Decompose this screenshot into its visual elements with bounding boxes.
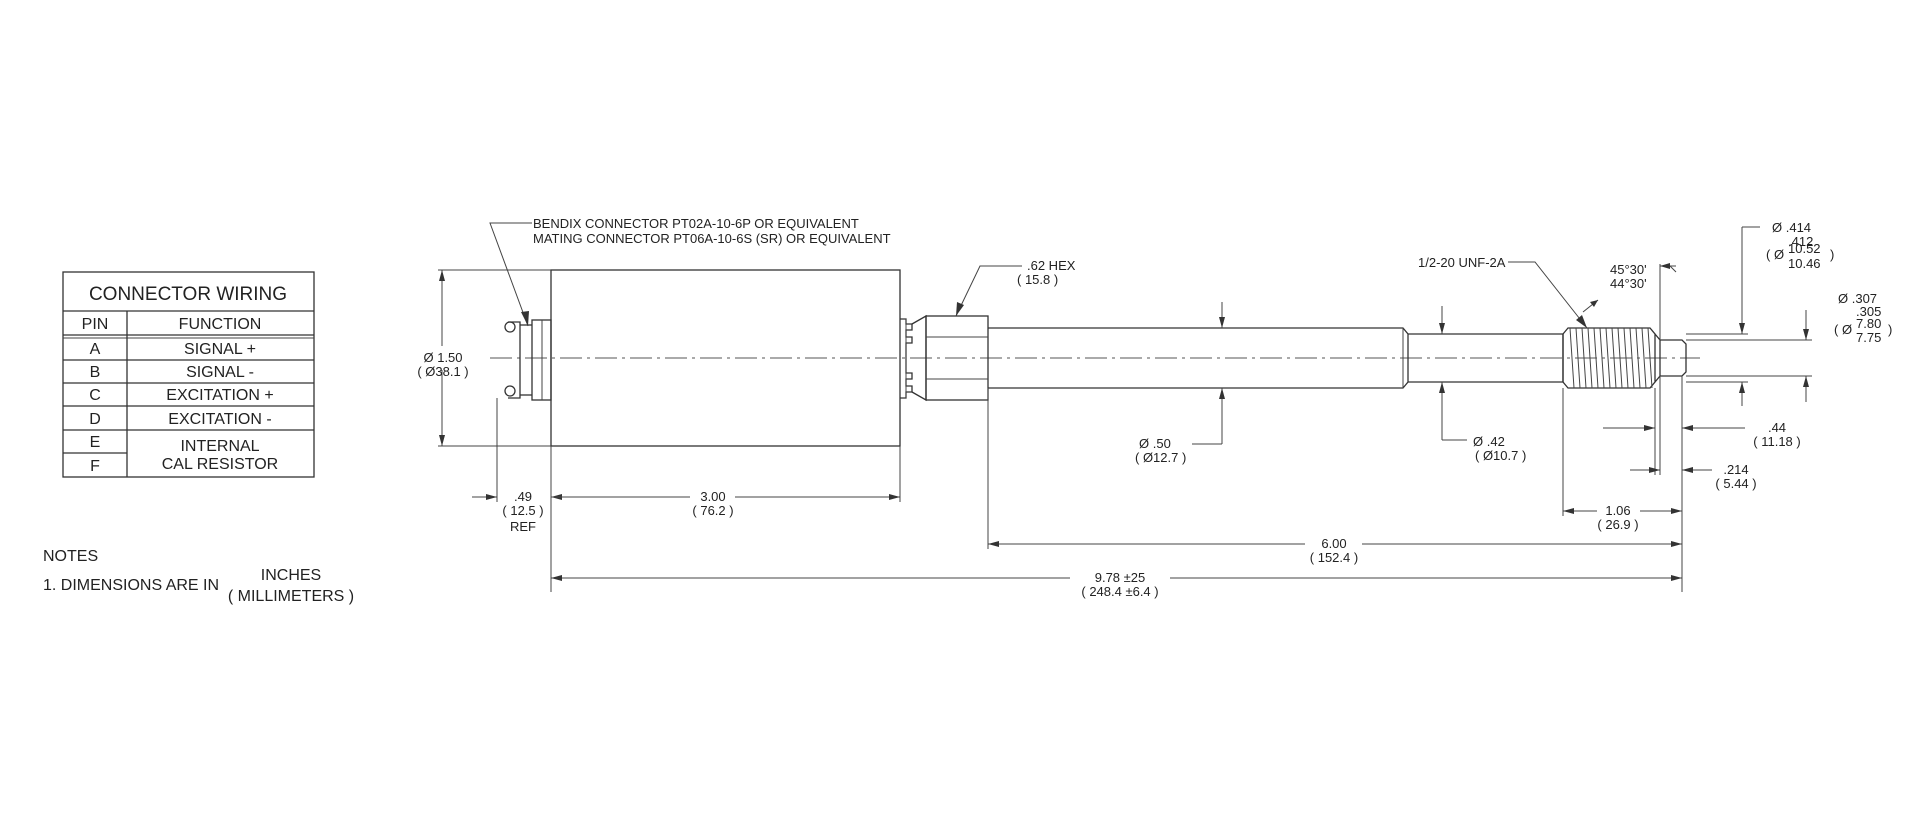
conn-len: .49: [514, 489, 532, 504]
body-dia: Ø 1.50: [423, 350, 462, 365]
connector-shell: [508, 321, 521, 399]
connector-note-2: MATING CONNECTOR PT06A-10-6S (SR) OR EQU…: [533, 231, 891, 246]
thread-lines: [1569, 327, 1653, 389]
stem-dia: Ø .50: [1139, 436, 1171, 451]
hex-nut: [925, 315, 989, 401]
tip-dia-mm-close: ): [1888, 322, 1892, 337]
pin-c: C: [89, 387, 101, 404]
angle-1: 45°30': [1610, 262, 1647, 277]
table-title: CONNECTOR WIRING: [89, 284, 287, 305]
function-f: CAL RESISTOR: [162, 456, 278, 473]
stem-dia-mm: ( Ø12.7 ): [1135, 450, 1186, 465]
function-c: EXCITATION +: [166, 387, 273, 404]
overall-len-mm: ( 248.4 ±6.4 ): [1081, 584, 1158, 599]
function-a: SIGNAL +: [184, 341, 256, 358]
shoulder-dia-mm-1: 10.52: [1788, 241, 1821, 256]
thread-len: 1.06: [1605, 503, 1630, 518]
callouts: BENDIX CONNECTOR PT02A-10-6P OR EQUIVALE…: [489, 216, 1677, 340]
function-e: INTERNAL: [180, 438, 259, 455]
notes: NOTES 1. DIMENSIONS ARE IN INCHES ( MILL…: [43, 548, 354, 605]
shoulder: [1654, 333, 1661, 383]
hex-label-mm: ( 15.8 ): [1017, 272, 1058, 287]
overall-len: 9.78 ±25: [1095, 570, 1146, 585]
neck-dia-mm: ( Ø10.7 ): [1475, 448, 1526, 463]
pin-a: A: [90, 341, 101, 358]
stem-len-mm: ( 152.4 ): [1310, 550, 1358, 565]
pin-e: E: [90, 434, 101, 451]
tip-dia: Ø .307: [1838, 291, 1877, 306]
stem-len: 6.00: [1321, 536, 1346, 551]
function-b: SIGNAL -: [186, 364, 254, 381]
connector-note-1: BENDIX CONNECTOR PT02A-10-6P OR EQUIVALE…: [533, 216, 859, 231]
body-len-mm: ( 76.2 ): [692, 503, 733, 518]
dimensions: Ø 1.50 ( Ø38.1 ) .49 ( 12.5 ) REF 3.00 (…: [417, 220, 1892, 599]
thread-label: 1/2-20 UNF-2A: [1418, 255, 1506, 270]
tip-dia-mm-open: ( Ø: [1834, 322, 1852, 337]
conn-len-mm: ( 12.5 ): [502, 503, 543, 518]
tip-len-mm: ( 11.18 ): [1753, 434, 1800, 449]
tip-dia-mm-2: 7.75: [1856, 330, 1881, 345]
tip-len: .44: [1768, 420, 1786, 435]
shoulder-dia-mm-open: ( Ø: [1766, 247, 1784, 262]
body-len: 3.00: [700, 489, 725, 504]
body-dia-mm: ( Ø38.1 ): [417, 364, 468, 379]
tip: [1660, 339, 1687, 377]
pin-d: D: [89, 411, 101, 428]
conn-ref: REF: [510, 519, 536, 534]
connector-wiring-table: CONNECTOR WIRING PIN FUNCTION A SIGNAL +…: [62, 271, 315, 478]
body-cylinder: [550, 269, 901, 447]
hex-label: .62 HEX: [1027, 258, 1076, 273]
shoulder-dia: Ø .414: [1772, 220, 1811, 235]
note-1-mm: ( MILLIMETERS ): [228, 588, 354, 605]
tip-dia-2: .305: [1856, 304, 1881, 319]
note-1: 1. DIMENSIONS ARE IN: [43, 577, 219, 594]
shoulder-dia-mm-2: 10.46: [1788, 256, 1821, 271]
header-pin: PIN: [82, 316, 109, 333]
tip-dia-mm-1: 7.80: [1856, 316, 1881, 331]
tip-step: .214: [1723, 462, 1748, 477]
angle-2: 44°30': [1610, 276, 1647, 291]
tip-step-mm: ( 5.44 ): [1715, 476, 1756, 491]
pin-b: B: [90, 364, 101, 381]
function-d: EXCITATION -: [168, 411, 271, 428]
shoulder-dia-2: .412: [1788, 234, 1813, 249]
sensor-outline: [490, 269, 1700, 447]
stem: [988, 327, 1409, 389]
notes-title: NOTES: [43, 548, 98, 565]
neck-dia: Ø .42: [1473, 434, 1505, 449]
pin-f: F: [90, 458, 100, 475]
thread-len-mm: ( 26.9 ): [1597, 517, 1638, 532]
note-1-inches: INCHES: [261, 567, 321, 584]
header-function: FUNCTION: [179, 316, 262, 333]
shoulder-dia-mm-close: ): [1830, 247, 1834, 262]
